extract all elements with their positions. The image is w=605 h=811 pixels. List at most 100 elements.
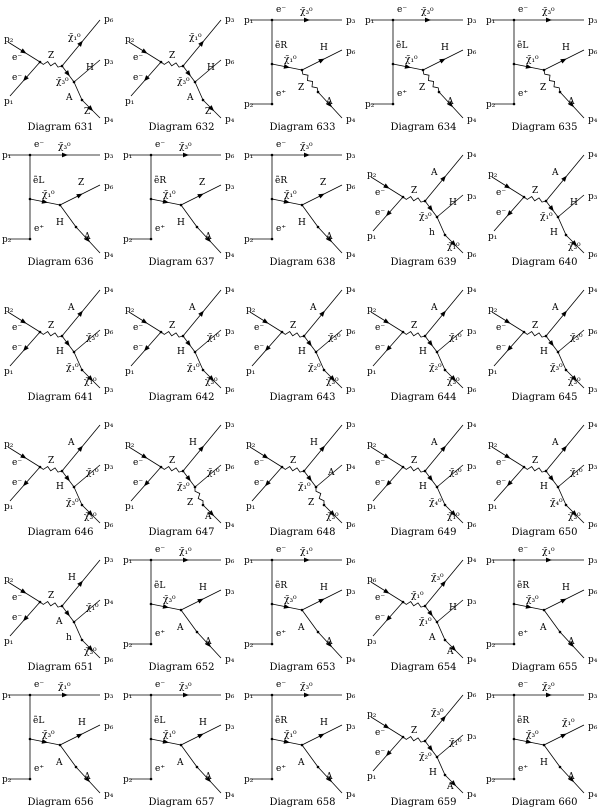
propagator-label: H [310,438,318,448]
arrow-mark [265,480,271,487]
external-momentum-label: p₆ [588,327,598,337]
fermion-label: e⁻ [375,188,385,198]
external-momentum-label: p₄ [225,285,235,295]
diagram-caption: Diagram 635 [511,122,578,133]
vertex-dot [193,350,197,354]
external-momentum-label: p₂ [365,100,375,110]
propagator-label: ẽR [517,580,529,591]
arrow-mark [326,236,333,243]
arrow-mark [23,345,29,352]
fermion-label: e⁻ [133,323,143,333]
vertex-dot [58,743,62,747]
arrow-mark [383,183,390,189]
propagator-label: χ̃₁⁰ [207,467,220,478]
arrow-mark [386,345,392,352]
propagator-label: ẽR [154,175,166,186]
vertex-dot [302,334,306,338]
particle-line [557,351,567,371]
arrow-mark [144,480,150,487]
propagator-label: χ̃₁⁰ [284,189,297,200]
external-momentum-label: p₆ [346,556,356,566]
arrow-mark [64,70,70,77]
external-momentum-label: p₁ [365,16,374,26]
propagator-label: χ̃₃⁰ [328,332,341,343]
vertex-dot [195,765,199,769]
propagator-label: Z [419,83,425,93]
propagator-label: H [199,583,207,593]
propagator-label: χ̃₁⁰ [207,332,220,343]
vertex-dot [423,469,427,473]
propagator-label: A [327,468,335,478]
propagator-label: Z [169,456,175,466]
external-momentum-label: p₁ [4,637,13,647]
propagator-label: A [309,303,317,313]
external-momentum-label: p₆ [225,151,235,161]
vertex-dot [28,777,32,781]
vertex-dot [443,503,447,507]
external-momentum-label: p₃ [467,327,477,337]
boson-propagator [523,466,547,473]
external-momentum-label: p₆ [588,250,598,260]
propagator-label: χ̃₃⁰ [568,511,581,522]
vertex-dot [149,642,153,646]
vertex-dot [149,197,153,201]
boson-propagator [402,601,426,608]
external-momentum-label: p₃ [467,192,477,202]
propagator-label: χ̃₃⁰ [526,729,539,740]
arrow-mark [183,692,189,698]
fermion-label: e⁻ [12,343,22,353]
propagator-label: H [540,482,548,492]
vertex-dot [195,630,199,634]
scalar-line [557,329,585,353]
arrow-mark [568,641,575,648]
propagator-label: χ̃₄⁰ [550,497,563,508]
external-momentum-label: p₄ [467,420,477,430]
propagator-label: χ̃₃⁰ [177,481,190,492]
arrow-mark [283,604,290,609]
external-momentum-label: p₃ [346,420,356,430]
propagator-label: χ̃₁⁰ [284,54,297,65]
arrow-mark [427,745,433,752]
vertex-dot [270,18,274,22]
diagram-caption: Diagram 643 [269,392,336,403]
vertex-dot [435,215,439,219]
arrow-mark [304,557,310,563]
arrow-mark [571,375,578,382]
propagator-label: A [65,93,73,103]
propagator-label: ẽL [396,40,407,51]
external-momentum-label: p₆ [467,520,477,530]
external-momentum-label: p₆ [104,182,114,192]
external-momentum-label: p₁ [486,16,495,26]
external-momentum-label: p₆ [104,655,114,665]
external-momentum-label: p₁ [4,502,13,512]
vertex-dot [280,330,284,334]
vertex-dot [522,465,526,469]
scalar-line [73,59,101,83]
vertex-dot [60,64,64,68]
propagator-label: A [55,758,63,768]
propagator-label: H [177,347,185,357]
diagram-caption: Diagram 659 [390,797,457,808]
arrow-mark [318,733,325,739]
propagator-label: A [297,623,305,633]
arrow-mark [386,615,392,622]
external-momentum-label: p₄ [225,520,235,530]
fermion-label: e⁺ [276,224,286,234]
external-momentum-label: p₄ [467,115,477,125]
fermion-label: e⁻ [12,73,22,83]
external-momentum-label: p₄ [467,285,477,295]
propagator-label: Z [320,178,326,188]
external-momentum-label: p₄ [588,150,598,160]
external-momentum-label: p₂ [125,440,135,450]
fermion-label: e⁻ [496,188,506,198]
diagram-caption: Diagram 631 [27,122,94,133]
fermion-label: e⁻ [375,458,385,468]
vertex-dot [314,485,318,489]
arrow-mark [197,598,204,604]
diagram-caption: Diagram 636 [27,257,94,268]
vertex-dot [322,368,326,372]
